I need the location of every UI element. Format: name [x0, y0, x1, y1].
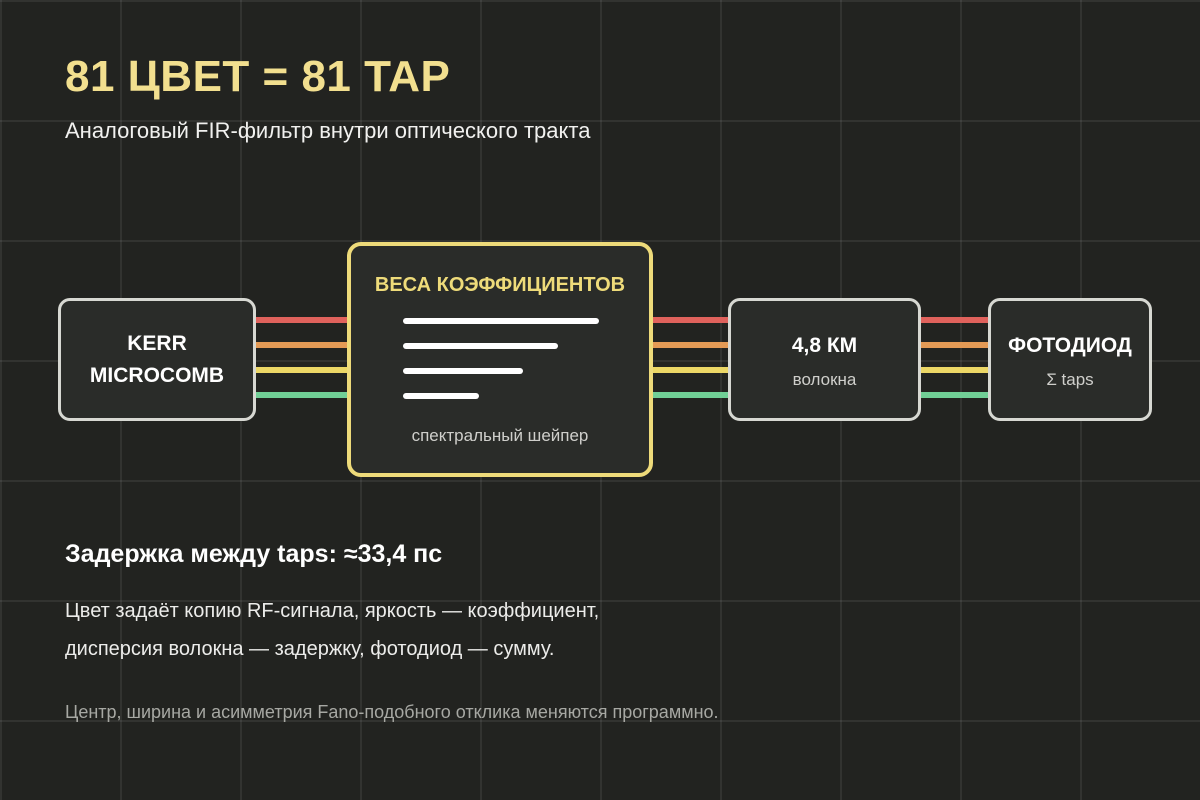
description-line2: дисперсия волокна — задержку, фотодиод —…	[65, 638, 555, 660]
weight-bar-1	[403, 318, 599, 324]
page-subtitle: Аналоговый FIR-фильтр внутри оптического…	[65, 118, 591, 143]
fiber-title: 4,8 КМ	[791, 333, 858, 357]
kerr-label-line2: MICROCOMB	[89, 363, 225, 387]
weight-bar-4	[403, 393, 479, 399]
fiber-block: 4,8 КМ волокна	[728, 298, 921, 421]
kerr-microcomb-block: KERR MICROCOMB	[58, 298, 256, 421]
fiber-subtitle: волокна	[792, 369, 857, 389]
shaper-title: ВЕСА КОЭФФИЦИЕНТОВ	[374, 274, 626, 296]
kerr-label-line1: KERR	[127, 331, 187, 355]
photodiode-title: ФОТОДИОД	[1008, 333, 1132, 357]
page-title: 81 ЦВЕТ = 81 TAP	[65, 52, 451, 101]
description-line1: Цвет задаёт копию RF-сигнала, яркость — …	[65, 600, 600, 622]
tap-delay-heading: Задержка между taps: ≈33,4 пс	[65, 540, 443, 568]
footnote: Центр, ширина и асимметрия Fano-подобног…	[65, 702, 719, 722]
weight-bar-3	[403, 368, 523, 374]
weight-bar-2	[403, 343, 558, 349]
shaper-subtitle: спектральный шейпер	[411, 426, 589, 445]
photodiode-block: ФОТОДИОД Σ taps	[988, 298, 1152, 421]
spectral-shaper-block: ВЕСА КОЭФФИЦИЕНТОВ спектральный шейпер	[347, 242, 653, 477]
photodiode-subtitle: Σ taps	[1046, 369, 1094, 389]
description-text: Цвет задаёт копию RF-сигнала, яркость — …	[65, 592, 599, 668]
